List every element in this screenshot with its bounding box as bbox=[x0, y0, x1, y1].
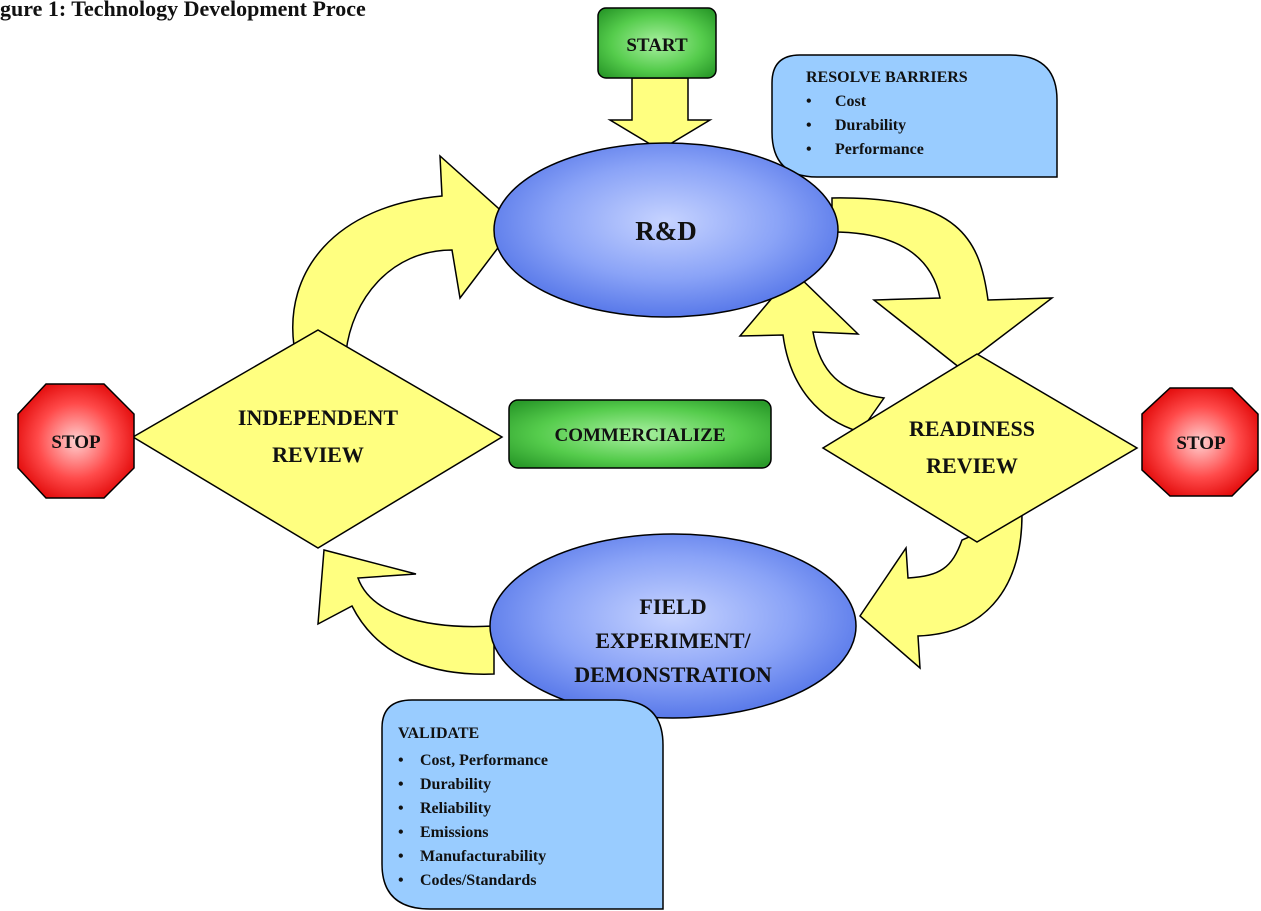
arrow-readiness-to-rd bbox=[738, 270, 886, 433]
validate-item: Reliability bbox=[420, 800, 491, 817]
resolve-barriers-item: Performance bbox=[835, 141, 924, 158]
arrow-rd-to-readiness bbox=[831, 197, 1055, 369]
resolve-barriers-title: RESOLVE BARRIERS bbox=[806, 69, 968, 86]
validate-bullet: • bbox=[398, 872, 404, 889]
arrow-start-to-rd bbox=[607, 77, 713, 151]
stop-sign-right[interactable] bbox=[1141, 387, 1259, 497]
commercialize-box[interactable] bbox=[508, 399, 772, 469]
validate-item: Cost, Performance bbox=[420, 752, 548, 769]
resolve-barriers-bullet: • bbox=[806, 93, 812, 110]
independent-review-label-line1: INDEPENDENT bbox=[238, 405, 398, 430]
readiness-review-label-line2: REVIEW bbox=[926, 453, 1018, 478]
stop-right-label: STOP bbox=[1176, 433, 1226, 454]
readiness-review-label-line1: READINESS bbox=[909, 416, 1035, 441]
field-label-line1: FIELD bbox=[639, 594, 706, 619]
rd-node[interactable] bbox=[493, 142, 839, 318]
validate-box bbox=[381, 699, 664, 910]
diagram-heading: gure 1: Technology Development Proce bbox=[0, 0, 366, 21]
rd-label: R&D bbox=[635, 216, 697, 246]
validate-title: VALIDATE bbox=[398, 725, 479, 742]
independent-review-label-line2: REVIEW bbox=[272, 442, 364, 467]
resolve-barriers-list: • Cost • Durability • Performance bbox=[806, 93, 924, 158]
commercialize-label: COMMERCIALIZE bbox=[554, 425, 725, 446]
start-label: START bbox=[626, 35, 688, 56]
arrow-readiness-to-field bbox=[859, 512, 1023, 670]
arrow-field-to-independent bbox=[317, 549, 495, 675]
validate-item: Codes/Standards bbox=[420, 872, 536, 889]
readiness-review-diamond[interactable] bbox=[821, 353, 1139, 543]
start-box[interactable] bbox=[597, 7, 717, 79]
independent-review-diamond[interactable] bbox=[131, 329, 504, 549]
stop-left-label: STOP bbox=[51, 432, 101, 453]
resolve-barriers-bullet: • bbox=[806, 117, 812, 134]
validate-item: Durability bbox=[420, 776, 491, 793]
validate-bullet: • bbox=[398, 752, 404, 769]
validate-bullet: • bbox=[398, 824, 404, 841]
stop-sign-left[interactable] bbox=[17, 383, 135, 499]
field-experiment-node[interactable] bbox=[489, 533, 857, 719]
validate-bullet: • bbox=[398, 776, 404, 793]
field-label-line2: EXPERIMENT/ bbox=[595, 628, 751, 653]
resolve-barriers-bullet: • bbox=[806, 141, 812, 158]
validate-item: Manufacturability bbox=[420, 848, 546, 865]
validate-item: Emissions bbox=[420, 824, 488, 841]
field-label-line3: DEMONSTRATION bbox=[574, 662, 772, 687]
arrow-independent-to-rd bbox=[292, 154, 518, 353]
validate-bullet: • bbox=[398, 800, 404, 817]
validate-bullet: • bbox=[398, 848, 404, 865]
resolve-barriers-item: Cost bbox=[835, 93, 867, 110]
validate-list: • Cost, Performance • Durability • Reliabilit… bbox=[398, 752, 548, 889]
resolve-barriers-item: Durability bbox=[835, 117, 906, 134]
